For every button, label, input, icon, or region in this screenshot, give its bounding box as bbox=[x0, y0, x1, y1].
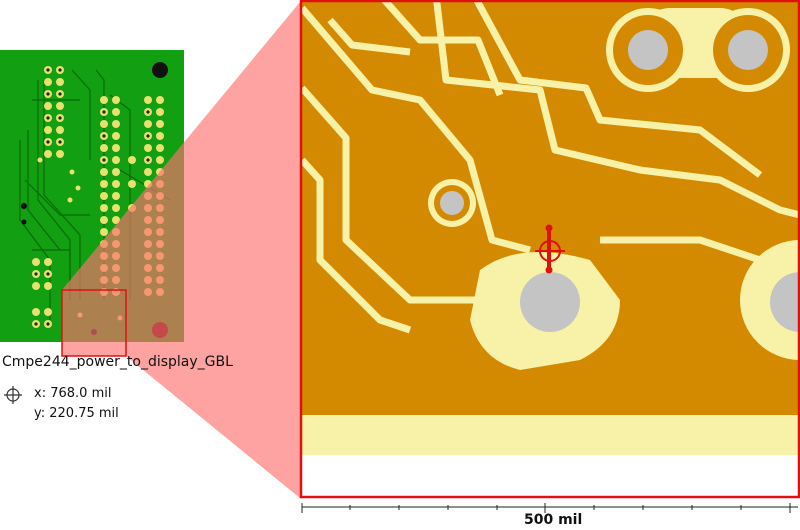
cursor-crosshair-icon bbox=[535, 236, 565, 266]
scale-label: 500 mil bbox=[524, 512, 583, 528]
zoom-view-frame bbox=[299, 0, 800, 499]
cursor-y-value: 220.75 mil bbox=[49, 406, 119, 421]
drill-hole bbox=[520, 272, 580, 332]
cursor-y-row: y: 220.75 mil bbox=[4, 404, 119, 424]
cursor-x-row: x: 768.0 mil bbox=[4, 384, 119, 404]
drill-hole bbox=[628, 30, 668, 70]
board-filename: Cmpe244_power_to_display_GBL bbox=[2, 354, 233, 370]
zoom-cone bbox=[62, 2, 300, 498]
drill-hole bbox=[728, 30, 768, 70]
drill-hole bbox=[770, 272, 798, 332]
crosshair-icon bbox=[4, 386, 22, 404]
cursor-x-label: x: bbox=[34, 386, 51, 401]
cursor-coordinates: x: 768.0 mil y: 220.75 mil bbox=[4, 384, 119, 424]
mounting-hole bbox=[152, 62, 168, 78]
zoom-selection-rect[interactable] bbox=[61, 289, 127, 357]
cursor-x-value: 768.0 mil bbox=[50, 386, 112, 401]
cursor-y-label: y: bbox=[34, 406, 50, 421]
board-edge-clearance bbox=[302, 415, 798, 455]
zoom-view[interactable] bbox=[299, 0, 800, 499]
scale-bar bbox=[301, 503, 798, 513]
drill-hole bbox=[440, 191, 464, 215]
